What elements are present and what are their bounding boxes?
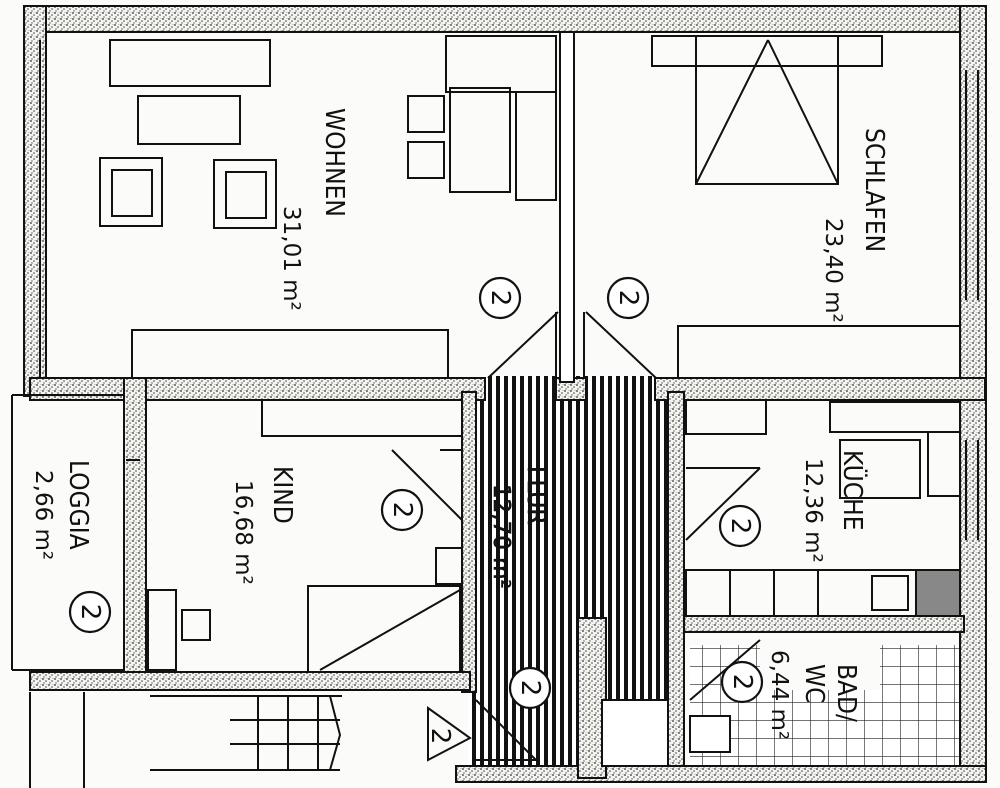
marker-stair: 2: [425, 728, 455, 745]
room-area-kind: 16,68 m²: [230, 480, 256, 585]
svg-text:2: 2: [725, 518, 755, 535]
room-name-bad-wc: WC: [799, 664, 829, 703]
room-area-loggia: 2,66 m²: [30, 470, 56, 560]
svg-text:2: 2: [727, 674, 757, 691]
windows: [11, 40, 979, 788]
marker-kind: 2: [380, 488, 424, 532]
room-area-wohnen: 31,01 m²: [278, 206, 304, 311]
marker-wohnen: 2: [478, 276, 522, 320]
svg-text:2: 2: [387, 502, 417, 519]
room-name-kueche: KÜCHE: [837, 450, 869, 530]
svg-text:2: 2: [613, 290, 643, 307]
room-name-loggia: LOGGIA: [63, 460, 93, 550]
marker-kueche: 2: [718, 504, 762, 548]
svg-text:2: 2: [75, 604, 105, 621]
marker-loggia: 2: [68, 590, 112, 634]
room-name-kind: KIND: [267, 466, 297, 524]
furniture: [99, 35, 961, 771]
marker-flur: 2: [508, 666, 552, 710]
room-area-schlafen: 23,40 m²: [820, 218, 846, 323]
room-area-bad: 6,44 m²: [766, 650, 792, 740]
marker-schlafen: 2: [606, 276, 650, 320]
room-name-wohnen: WOHNEN: [319, 108, 349, 217]
room-name-flur: FLUR: [521, 466, 551, 525]
partition-wohnen-schlafen: [559, 31, 575, 383]
room-name-schlafen: SCHLAFEN: [859, 128, 889, 252]
room-name-bad: BAD/: [831, 664, 861, 722]
room-area-kueche: 12,36 m²: [800, 458, 826, 563]
svg-text:2: 2: [515, 680, 545, 697]
svg-text:2: 2: [485, 290, 515, 307]
stair-triangle-icon: [427, 706, 472, 762]
svg-text:2: 2: [425, 728, 455, 745]
marker-bad: 2: [720, 660, 764, 704]
bad-tiles-mask: [760, 630, 880, 690]
walls: [23, 5, 987, 783]
room-area-flur: 12,70 m²: [488, 484, 514, 589]
